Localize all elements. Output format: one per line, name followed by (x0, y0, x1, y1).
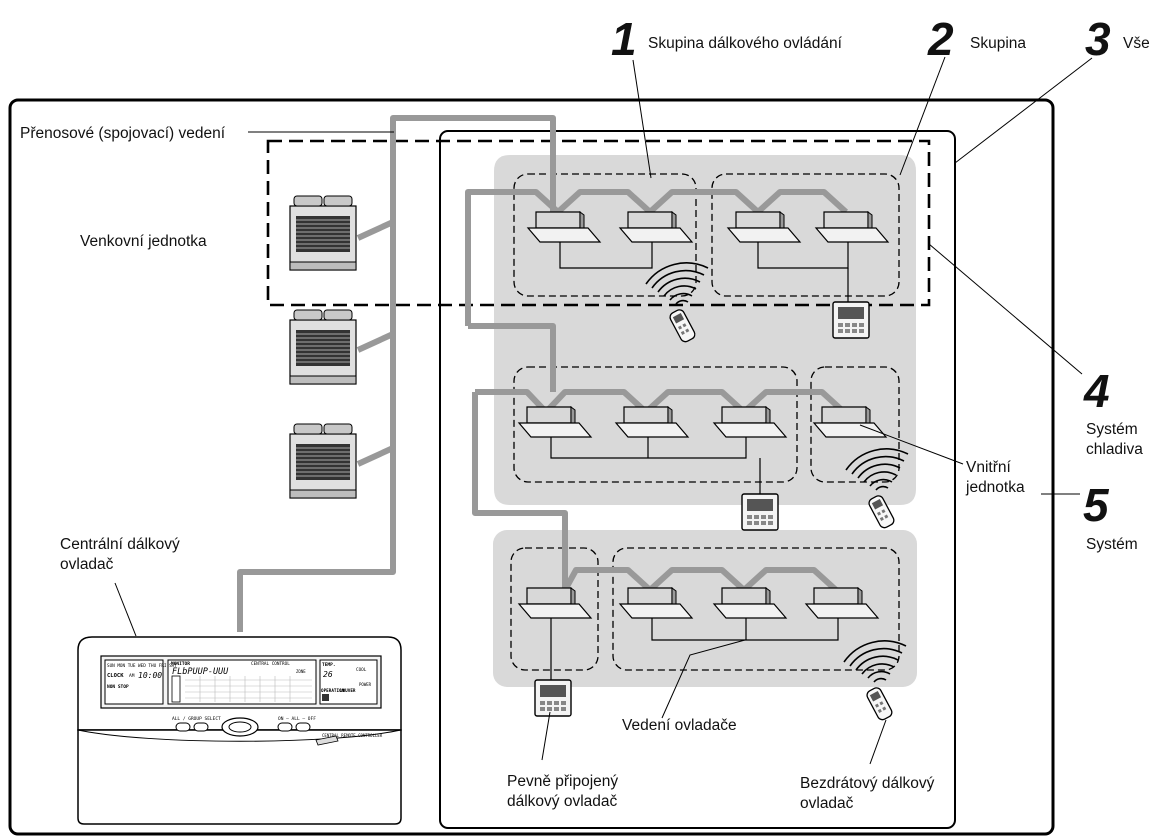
outdoor-unit-3 (289, 423, 357, 499)
callout-number-1: 1 (611, 13, 637, 65)
wired-remote-3 (534, 679, 572, 717)
ctrl-monitor: MONITOR (171, 661, 190, 667)
group-box-2 (711, 173, 900, 297)
callout-text-4-line1: Systém (1086, 421, 1138, 438)
ctrl-buttons-right-label: ON — ALL — OFF (278, 716, 316, 722)
control-wiring-label: Vedení ovladače (622, 717, 737, 734)
ctrl-direction-center[interactable] (228, 721, 252, 733)
ctrl-power: POWER (359, 682, 372, 687)
ctrl-clock-label: CLOCK (107, 673, 124, 679)
outdoor-unit-1 (289, 195, 357, 271)
ctrl-zone: ZONE (296, 669, 306, 674)
ctrl-operation: OPERATION (321, 688, 345, 694)
central-controller-label-line2: ovladač (60, 556, 114, 573)
ctrl-operation-icon (322, 694, 329, 701)
callout-number-2: 2 (928, 13, 954, 65)
all-dashed-box (266, 139, 931, 307)
ctrl-all-off-button[interactable] (295, 722, 311, 732)
group-box-5 (510, 547, 599, 671)
outdoor-unit-label: Venkovní jednotka (80, 233, 207, 250)
ctrl-cover-latch (315, 735, 339, 746)
indoor-unit-label-line2: jednotka (966, 479, 1025, 496)
wired-remote-label-line1: Pevně připojený (507, 773, 619, 790)
control-wiring-lines (550, 242, 849, 680)
callout-text-5: Systém (1086, 536, 1138, 553)
group-box-1 (513, 173, 697, 297)
transmission-piping (237, 115, 849, 632)
group-boxes (510, 173, 900, 671)
ctrl-all-group-button[interactable] (175, 722, 191, 732)
ctrl-display-code: FLbPUUP-UUU (172, 667, 229, 677)
wired-remote-1 (832, 301, 870, 339)
outdoor-unit-2 (289, 309, 357, 385)
callout-number-3: 3 (1085, 13, 1111, 65)
inner-frame (439, 130, 956, 829)
ctrl-central-control: CENTRAL CONTROL (251, 661, 290, 667)
ctrl-model: CENTRAL REMOTE CONTROLLER (322, 733, 383, 738)
ctrl-days: SUN MON TUE WED THU FRI SAT (107, 663, 177, 669)
callout-text-1: Skupina dálkového ovládání (648, 35, 842, 52)
callout-number-4: 4 (1084, 365, 1110, 417)
callout-number-5: 5 (1083, 479, 1109, 531)
wireless-remote-label-line1: Bezdrátový dálkový (800, 775, 935, 792)
ctrl-temp-value: 26 (323, 670, 333, 679)
group-box-3 (513, 366, 798, 483)
wired-remote-2 (741, 493, 779, 531)
ctrl-non-stop: NON STOP (107, 684, 129, 690)
transmission-line-label: Přenosové (spojovací) vedení (20, 125, 226, 142)
ctrl-select-button[interactable] (193, 722, 209, 732)
callout-text-2: Skupina (970, 35, 1027, 52)
central-controller-label-line1: Centrální dálkový (60, 536, 180, 553)
wireless-remote-label-line2: ovladač (800, 795, 854, 812)
leader-lines (114, 56, 1093, 765)
wired-remote-label-line2: dálkový ovladač (507, 793, 618, 810)
callout-text-4-line2: chladiva (1086, 441, 1143, 458)
ctrl-louver: LOUVER (340, 688, 356, 694)
indoor-unit-label-line1: Vnitřní (966, 459, 1011, 476)
ctrl-cool: COOL (356, 667, 367, 673)
ctrl-buttons-left-label: ALL / GROUP SELECT (172, 716, 221, 722)
group-box-4 (810, 366, 900, 483)
ctrl-clock-ampm: AM (129, 673, 135, 679)
ctrl-all-on-button[interactable] (277, 722, 293, 732)
ctrl-temp-label: TEMP. (322, 662, 336, 668)
ctrl-clock-time: 10:00 (138, 671, 162, 680)
system-outer-frame (8, 98, 1055, 836)
callout-text-3: Vše (1123, 35, 1150, 52)
central-remote-controller: SUN MON TUE WED THU FRI SAT CLOCK AM 10:… (77, 636, 402, 825)
